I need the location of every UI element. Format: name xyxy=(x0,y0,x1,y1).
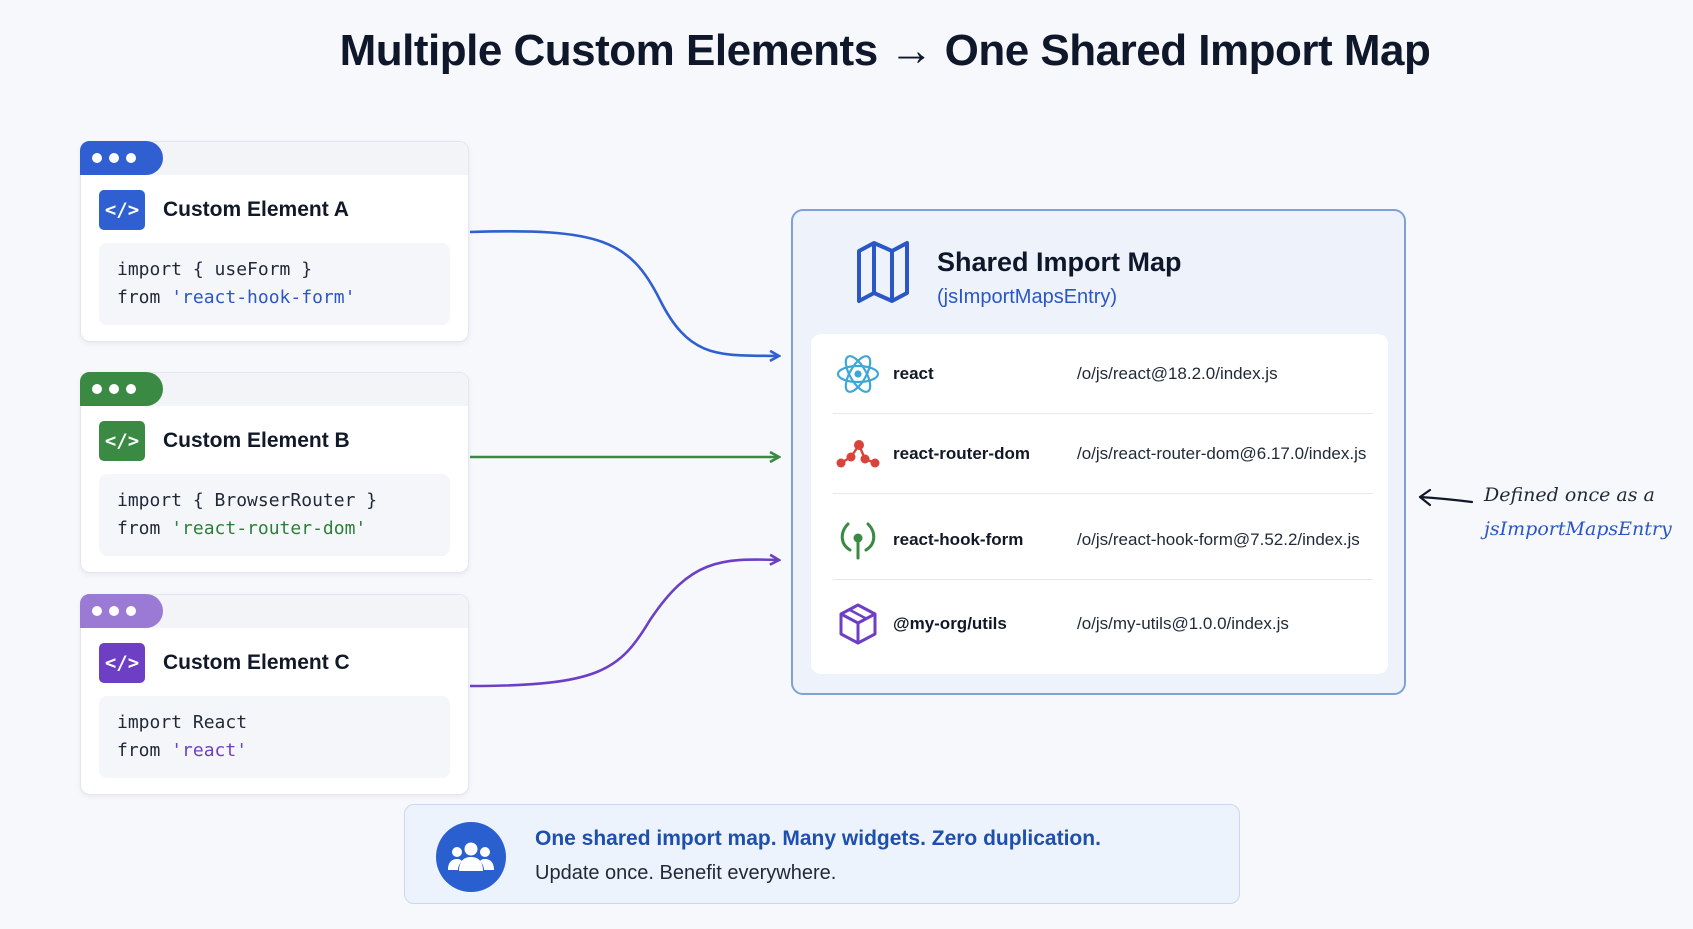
package-cube-icon xyxy=(833,599,883,649)
custom-element-a-card: </> Custom Element A import { useForm } … xyxy=(80,141,469,342)
code-module-string: 'react' xyxy=(171,740,248,761)
map-subtitle: (jsImportMapsEntry) xyxy=(937,286,1118,308)
code-snippet: import { useForm } from 'react-hook-form… xyxy=(99,243,450,325)
footer-headline: One shared import map. Many widgets. Zer… xyxy=(535,827,1101,850)
card-titlebar xyxy=(80,372,468,406)
shared-import-map-panel: Shared Import Map (jsImportMapsEntry) re… xyxy=(791,209,1406,695)
arrow-c-to-map xyxy=(469,560,778,688)
card-title: Custom Element B xyxy=(163,429,350,452)
card-title: Custom Element A xyxy=(163,198,349,221)
footer-subtext: Update once. Benefit everywhere. xyxy=(535,862,837,884)
window-dots-icon xyxy=(80,594,163,628)
import-map-table: react /o/js/react@18.2.0/index.js react-… xyxy=(811,334,1388,674)
code-line: import React xyxy=(117,712,248,733)
react-hook-form-icon xyxy=(833,515,883,565)
code-icon: </> xyxy=(99,190,145,230)
package-name: react-hook-form xyxy=(893,530,1024,549)
map-row-my-org-utils: @my-org/utils /o/js/my-utils@1.0.0/index… xyxy=(833,584,1373,664)
react-router-icon xyxy=(833,429,883,479)
code-snippet: import { BrowserRouter } from 'react-rou… xyxy=(99,474,450,556)
annotation-entry: jsImportMapsEntry xyxy=(1484,518,1672,540)
package-path: /o/js/react-router-dom@6.17.0/index.js xyxy=(1077,444,1367,463)
code-keyword: from xyxy=(117,518,172,539)
package-path: /o/js/my-utils@1.0.0/index.js xyxy=(1077,614,1289,633)
package-path: /o/js/react-hook-form@7.52.2/index.js xyxy=(1077,530,1360,549)
code-line: import { BrowserRouter } xyxy=(117,490,378,511)
annotation-text: Defined once as a xyxy=(1484,484,1655,506)
package-name: react-router-dom xyxy=(893,444,1030,463)
map-row-react: react /o/js/react@18.2.0/index.js xyxy=(833,334,1373,414)
window-dots-icon xyxy=(80,141,163,175)
code-snippet: import React from 'react' xyxy=(99,696,450,778)
annotation-arrow-icon xyxy=(1418,488,1474,507)
package-name: react xyxy=(893,364,934,383)
map-row-react-router-dom: react-router-dom /o/js/react-router-dom@… xyxy=(833,414,1373,494)
users-group-icon xyxy=(436,822,506,892)
code-line: import { useForm } xyxy=(117,259,313,280)
package-path: /o/js/react@18.2.0/index.js xyxy=(1077,364,1278,383)
code-module-string: 'react-hook-form' xyxy=(171,287,356,308)
card-titlebar xyxy=(80,141,468,175)
footer-banner: One shared import map. Many widgets. Zer… xyxy=(404,804,1240,904)
window-dots-icon xyxy=(80,372,163,406)
card-title: Custom Element C xyxy=(163,651,350,674)
code-keyword: from xyxy=(117,740,172,761)
react-atom-icon xyxy=(833,349,883,399)
code-icon: </> xyxy=(99,421,145,461)
arrow-a-to-map xyxy=(469,230,778,356)
map-row-react-hook-form: react-hook-form /o/js/react-hook-form@7.… xyxy=(833,500,1373,580)
package-name: @my-org/utils xyxy=(893,614,1007,633)
map-icon xyxy=(857,241,909,303)
custom-element-c-card: </> Custom Element C import React from '… xyxy=(80,594,469,795)
map-title: Shared Import Map xyxy=(937,247,1182,277)
code-module-string: 'react-router-dom' xyxy=(171,518,367,539)
card-titlebar xyxy=(80,594,468,628)
page-title: Multiple Custom Elements → One Shared Im… xyxy=(339,26,1431,75)
custom-element-b-card: </> Custom Element B import { BrowserRou… xyxy=(80,372,469,573)
code-icon: </> xyxy=(99,643,145,683)
code-keyword: from xyxy=(117,287,172,308)
